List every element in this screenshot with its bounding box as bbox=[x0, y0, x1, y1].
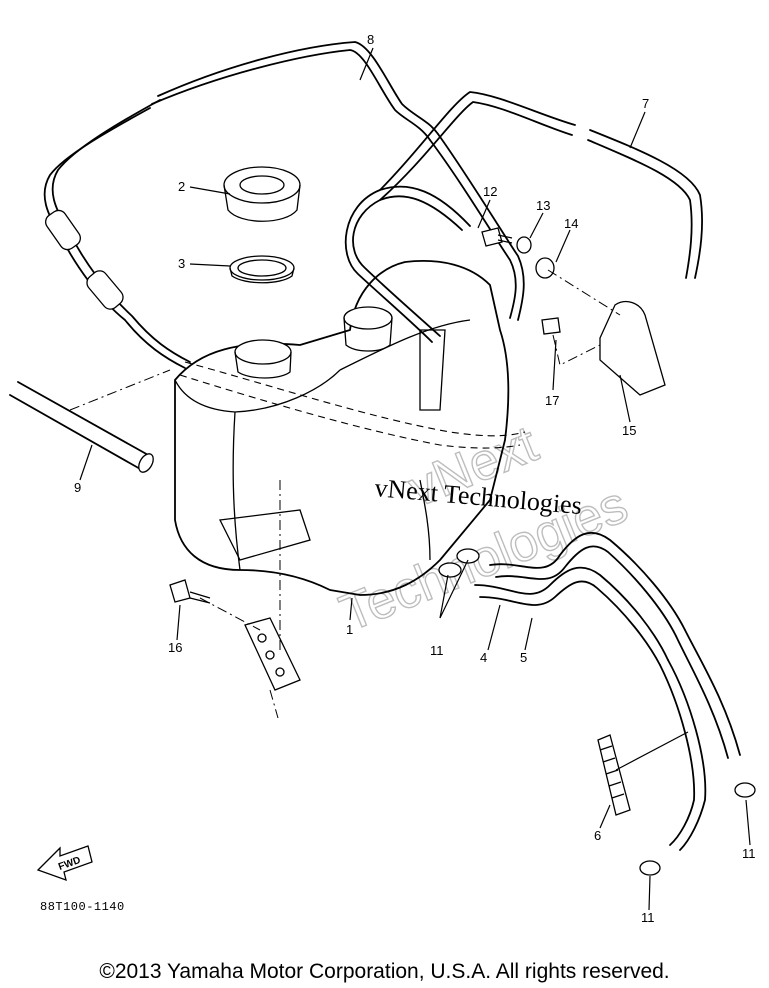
fuel-cap bbox=[223, 166, 301, 222]
callout-13: 13 bbox=[536, 198, 550, 213]
copyright-notice: ©2013 Yamaha Motor Corporation, U.S.A. A… bbox=[99, 960, 670, 983]
callout-2: 2 bbox=[178, 179, 185, 194]
callout-7: 7 bbox=[642, 96, 649, 111]
pipe-9 bbox=[9, 381, 154, 473]
hose-8 bbox=[43, 41, 525, 369]
sleeve-6 bbox=[597, 734, 631, 816]
callout-15: 15 bbox=[622, 423, 636, 438]
callout-12: 12 bbox=[483, 184, 497, 199]
callout-leaders bbox=[79, 47, 751, 911]
cap-gasket bbox=[229, 255, 295, 284]
callout-16: 16 bbox=[168, 640, 182, 655]
callout-17: 17 bbox=[545, 393, 559, 408]
callout-5: 5 bbox=[520, 650, 527, 665]
callout-8: 8 bbox=[367, 32, 374, 47]
callout-labels: 8 7 2 3 12 13 14 17 15 9 16 1 11 4 5 6 1… bbox=[74, 32, 756, 925]
hose-7 bbox=[344, 91, 703, 343]
callout-9: 9 bbox=[74, 480, 81, 495]
callout-11-c: 11 bbox=[641, 910, 655, 925]
callout-11-b: 11 bbox=[742, 846, 756, 861]
callout-14: 14 bbox=[564, 216, 578, 231]
hardware bbox=[69, 227, 666, 719]
clamps-11 bbox=[438, 548, 756, 876]
callout-4: 4 bbox=[480, 650, 487, 665]
callout-3: 3 bbox=[178, 256, 185, 271]
callout-1: 1 bbox=[346, 622, 353, 637]
hose-4-5 bbox=[474, 531, 741, 851]
callout-11-a: 11 bbox=[430, 643, 444, 658]
callout-6: 6 bbox=[594, 828, 601, 843]
fwd-arrow-icon: FWD bbox=[36, 845, 93, 882]
watermark-large: vNext Technologies bbox=[332, 414, 637, 644]
fuel-tank bbox=[174, 260, 526, 596]
diagram-part-code: 88T100-1140 bbox=[40, 900, 125, 914]
